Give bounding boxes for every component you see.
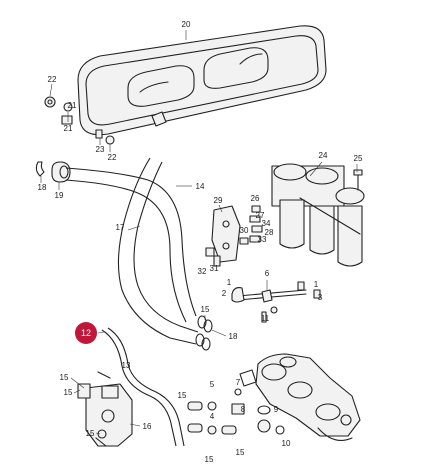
air-filter-housing xyxy=(77,25,327,136)
callout-29[interactable]: 29 xyxy=(214,196,223,205)
valve-body-16 xyxy=(77,383,133,447)
callout-13[interactable]: 13 xyxy=(122,361,131,370)
leader-lines xyxy=(40,30,358,435)
callout-11[interactable]: 11 xyxy=(261,314,270,323)
callout-8[interactable]: 8 xyxy=(241,405,246,414)
callout-7[interactable]: 7 xyxy=(236,378,241,387)
callout-23[interactable]: 23 xyxy=(96,145,105,154)
hose-clamps xyxy=(195,315,213,351)
callout-15[interactable]: 15 xyxy=(64,388,73,397)
callout-32[interactable]: 32 xyxy=(198,267,207,276)
callout-2[interactable]: 2 xyxy=(222,289,227,298)
callout-34[interactable]: 34 xyxy=(262,219,271,228)
grommet-and-clip xyxy=(35,161,71,183)
callout-labels: 20 22 21 21 23 22 18 19 14 24 25 26 29 3… xyxy=(38,20,363,464)
callout-1[interactable]: 1 xyxy=(227,278,232,287)
callout-15[interactable]: 15 xyxy=(86,429,95,438)
callout-20[interactable]: 20 xyxy=(182,20,191,29)
callout-15[interactable]: 15 xyxy=(60,373,69,382)
callout-17[interactable]: 17 xyxy=(116,223,125,232)
callout-14[interactable]: 14 xyxy=(196,182,205,191)
callout-21[interactable]: 21 xyxy=(64,124,73,133)
callout-16[interactable]: 16 xyxy=(143,422,152,431)
callout-26[interactable]: 26 xyxy=(251,194,260,203)
callout-highlight-marker xyxy=(75,322,97,344)
callout-18[interactable]: 18 xyxy=(229,332,238,341)
callout-10[interactable]: 10 xyxy=(282,439,291,448)
callout-15[interactable]: 15 xyxy=(201,305,210,314)
callout-15[interactable]: 15 xyxy=(236,448,245,457)
callout-12[interactable]: 12 xyxy=(81,328,91,338)
lower-fittings xyxy=(187,388,285,435)
callout-18[interactable]: 18 xyxy=(38,183,47,192)
hose-14 xyxy=(65,167,197,323)
callout-22[interactable]: 22 xyxy=(108,153,117,162)
callout-27[interactable]: 27 xyxy=(256,211,265,220)
callout-19[interactable]: 19 xyxy=(55,191,64,200)
callout-21[interactable]: 21 xyxy=(68,101,77,110)
housing-fasteners xyxy=(44,96,167,145)
callout-1[interactable]: 1 xyxy=(314,280,319,289)
linkage-rod xyxy=(231,281,321,323)
hose-17 xyxy=(117,157,199,345)
callout-15[interactable]: 15 xyxy=(178,391,187,400)
bracket-assembly xyxy=(205,205,263,267)
lower-manifold xyxy=(239,353,361,441)
callout-15[interactable]: 15 xyxy=(205,455,214,464)
highlighted-callout-12[interactable]: 12 xyxy=(75,322,97,344)
callout-3[interactable]: 3 xyxy=(318,293,323,302)
throttle-body xyxy=(271,163,365,267)
stud-25 xyxy=(353,169,363,191)
callout-25[interactable]: 25 xyxy=(354,154,363,163)
callout-6[interactable]: 6 xyxy=(265,269,270,278)
callout-22[interactable]: 22 xyxy=(48,75,57,84)
callout-31[interactable]: 31 xyxy=(210,264,219,273)
callout-5[interactable]: 5 xyxy=(210,380,215,389)
callout-24[interactable]: 24 xyxy=(319,151,328,160)
callout-9[interactable]: 9 xyxy=(274,405,279,414)
callout-28[interactable]: 28 xyxy=(265,228,274,237)
callout-33[interactable]: 33 xyxy=(258,235,267,244)
callout-30[interactable]: 30 xyxy=(240,226,249,235)
callout-4[interactable]: 4 xyxy=(210,412,215,421)
breather-line xyxy=(97,327,185,447)
